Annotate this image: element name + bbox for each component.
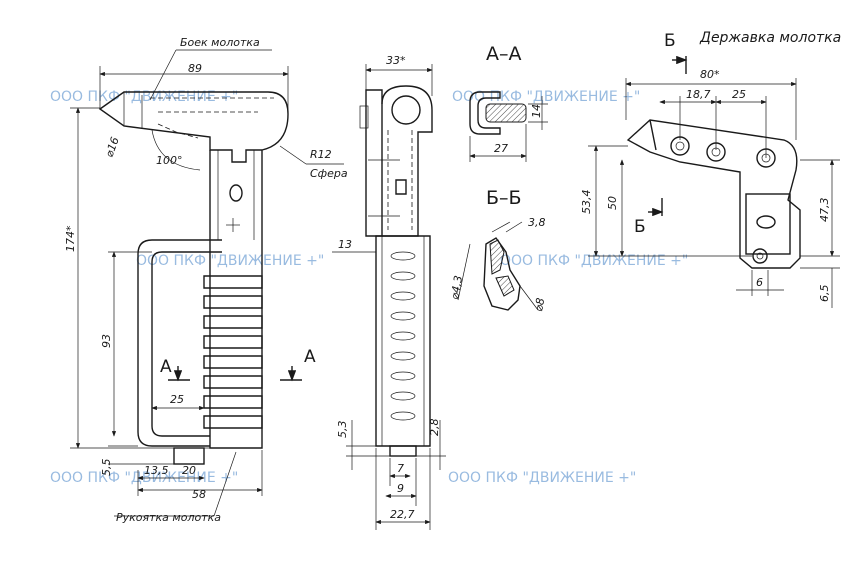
dim-100: 100° bbox=[156, 154, 183, 167]
dim-2-8: 2,8 bbox=[428, 419, 441, 437]
section-aa-title: А–А bbox=[486, 43, 522, 65]
watermark-2: ООО ПКФ "ДВИЖЕНИЕ +" bbox=[452, 89, 640, 105]
dim-13-5: 13,5 bbox=[144, 464, 169, 477]
dim-53-4: 53,4 bbox=[580, 190, 593, 215]
dim-27: 27 bbox=[494, 142, 508, 155]
dim-20: 20 bbox=[182, 464, 196, 477]
dim-5-5: 5,5 bbox=[100, 459, 113, 477]
hammer-front-view: А А 89 Боек молотка ⌀16 100° R12 Сфера 1… bbox=[64, 36, 348, 524]
dim-93: 93 bbox=[100, 334, 113, 348]
holder-view: Б Державка молотка 80* 18,7 25 53,4 50 4… bbox=[580, 30, 841, 308]
dim-6-5: 6,5 bbox=[818, 285, 831, 303]
dim-16: ⌀16 bbox=[103, 135, 122, 159]
grip-ribs bbox=[203, 275, 263, 429]
cut-a-right: А bbox=[304, 347, 316, 367]
dim-47-3: 47,3 bbox=[818, 198, 831, 223]
label-holder: Державка молотка bbox=[699, 30, 841, 46]
dim-8: ⌀8 bbox=[532, 297, 547, 313]
label-radius: R12 bbox=[310, 148, 332, 161]
dim-5-3: 5,3 bbox=[336, 421, 349, 439]
cut-a-left: А bbox=[160, 357, 172, 377]
label-hammer-head: Боек молотка bbox=[180, 36, 260, 49]
side-ribs bbox=[390, 251, 416, 421]
dim-80: 80* bbox=[700, 68, 720, 81]
dim-50: 50 bbox=[606, 196, 619, 210]
watermarks: ООО ПКФ "ДВИЖЕНИЕ +" ООО ПКФ "ДВИЖЕНИЕ +… bbox=[50, 89, 688, 486]
dim-4-3: ⌀4,3 bbox=[448, 275, 465, 301]
watermark-4: ООО ПКФ "ДВИЖЕНИЕ +" bbox=[500, 253, 688, 269]
section-a-a: А–А 27 14 bbox=[469, 43, 548, 162]
watermark-6: ООО ПКФ "ДВИЖЕНИЕ +" bbox=[448, 470, 636, 486]
dim-18-7: 18,7 bbox=[686, 88, 711, 101]
section-bb-title: Б–Б bbox=[486, 187, 522, 209]
watermark-3: ООО ПКФ "ДВИЖЕНИЕ +" bbox=[136, 253, 324, 269]
dim-3-8: 3,8 bbox=[528, 216, 546, 229]
dim-33: 33* bbox=[386, 54, 406, 67]
dim-9: 9 bbox=[397, 482, 404, 495]
dim-174: 174* bbox=[64, 225, 77, 252]
cut-b-mid: Б bbox=[634, 217, 646, 237]
dim-6: 6 bbox=[756, 276, 763, 289]
watermark-1: ООО ПКФ "ДВИЖЕНИЕ +" bbox=[50, 89, 238, 105]
dim-89: 89 bbox=[188, 62, 202, 75]
label-handle: Рукоятка молотка bbox=[116, 511, 221, 524]
dim-25-holder: 25 bbox=[732, 88, 746, 101]
dim-14: 14 bbox=[530, 104, 543, 118]
label-sphere: Сфера bbox=[310, 167, 348, 180]
dim-25: 25 bbox=[170, 393, 184, 406]
cut-b-top: Б bbox=[664, 31, 676, 51]
dim-7: 7 bbox=[397, 462, 404, 475]
dim-22-7: 22,7 bbox=[390, 508, 415, 521]
dim-58: 58 bbox=[192, 488, 206, 501]
dim-13: 13 bbox=[338, 238, 352, 251]
section-b-b: Б–Б 3,8 ⌀4,3 ⌀8 bbox=[448, 187, 547, 313]
hammer-side-view: 33* 13 5,3 2,8 bbox=[332, 54, 446, 530]
